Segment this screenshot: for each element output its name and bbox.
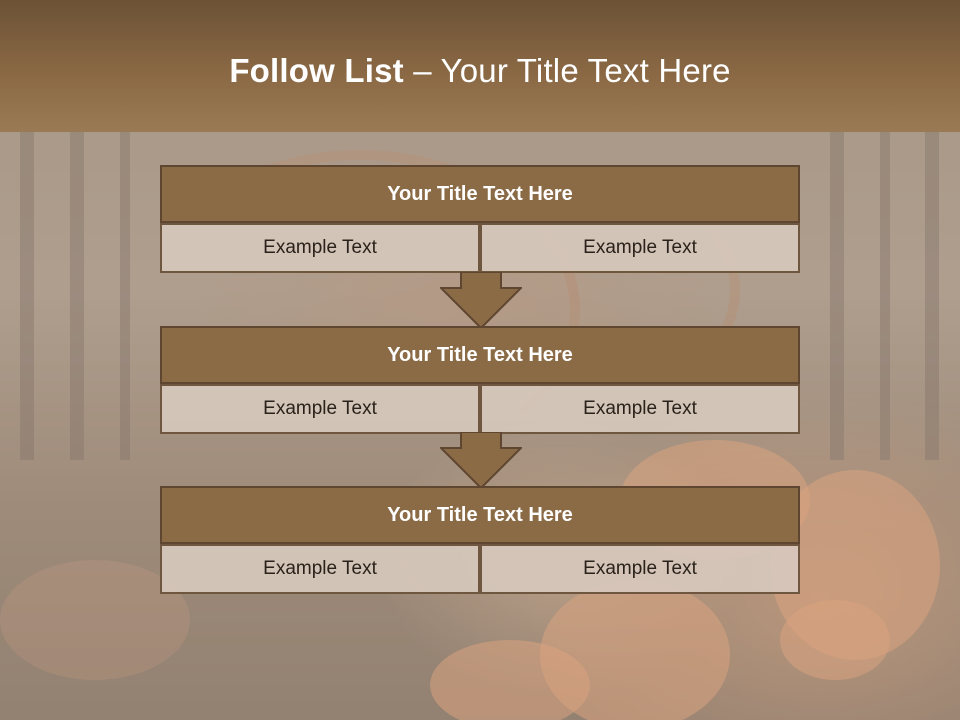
flow-box-title: Your Title Text Here (160, 486, 800, 544)
slide-title-rest: – Your Title Text Here (413, 52, 731, 89)
slide-title: Follow List – Your Title Text Here (0, 52, 960, 90)
flow-box-3: Your Title Text Here Example Text Exampl… (160, 486, 800, 594)
title-band (0, 0, 960, 132)
flow-box-right-text: Example Text (480, 223, 800, 273)
flow-box-title: Your Title Text Here (160, 165, 800, 223)
slide-title-bold: Follow List (229, 52, 404, 89)
down-arrow-icon (440, 272, 522, 330)
flow-box-left-text: Example Text (160, 223, 480, 273)
down-arrow-icon (440, 432, 522, 490)
flow-box-2: Your Title Text Here Example Text Exampl… (160, 326, 800, 434)
flow-box-right-text: Example Text (480, 544, 800, 594)
flow-box-title: Your Title Text Here (160, 326, 800, 384)
flow-box-1: Your Title Text Here Example Text Exampl… (160, 165, 800, 273)
flow-box-right-text: Example Text (480, 384, 800, 434)
flow-box-left-text: Example Text (160, 544, 480, 594)
flow-box-left-text: Example Text (160, 384, 480, 434)
